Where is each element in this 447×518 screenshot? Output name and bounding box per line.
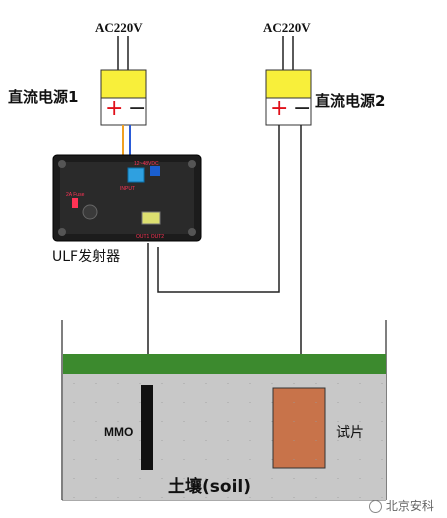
fuse (72, 198, 78, 208)
mounting-hole-tl (58, 160, 66, 168)
psu2-plus-wire (157, 125, 280, 293)
board-silkscreen-fuse: 2A Fuse (66, 192, 85, 198)
board-silkscreen-input: INPUT (120, 186, 135, 192)
psu1-top (100, 69, 147, 99)
grass-layer (63, 354, 386, 374)
sample-label: 试片 (336, 425, 364, 441)
ulf-board-inner (60, 162, 194, 234)
psu2-label: 直流电源2 (315, 92, 386, 110)
psu1-label: 直流电源1 (8, 88, 79, 106)
board-silkscreen-output: OUT1 OUT2 (136, 234, 164, 240)
ac2-label: AC220V (263, 20, 311, 35)
psu2-plus-sign: + (270, 96, 289, 121)
mounting-hole-br (188, 228, 196, 236)
trimmer-pot (150, 166, 160, 176)
watermark-logo-icon (369, 500, 382, 513)
input-terminal (127, 167, 145, 183)
watermark-text: 北京安科 (385, 499, 434, 513)
output-terminal (141, 211, 161, 225)
mounting-hole-tr (188, 160, 196, 168)
ulf-transmitter-label: ULF发射器 (52, 249, 121, 265)
psu2-bottom (265, 97, 312, 126)
watermark: 北京安科 (369, 497, 434, 514)
psu2-minus-sign: − (293, 96, 312, 121)
board-silkscreen-voltage: 12~48VDC (134, 161, 159, 167)
psu1-minus-sign: − (128, 96, 147, 121)
soil-label: 土壤(soil) (168, 477, 251, 497)
capacitor (82, 204, 98, 220)
psu2-top (265, 69, 312, 99)
soil-texture (63, 374, 386, 500)
ac1-label: AC220V (95, 20, 143, 35)
mmo-label: MMO (104, 425, 134, 439)
mounting-hole-bl (58, 228, 66, 236)
psu1-plus-sign: + (105, 96, 124, 121)
